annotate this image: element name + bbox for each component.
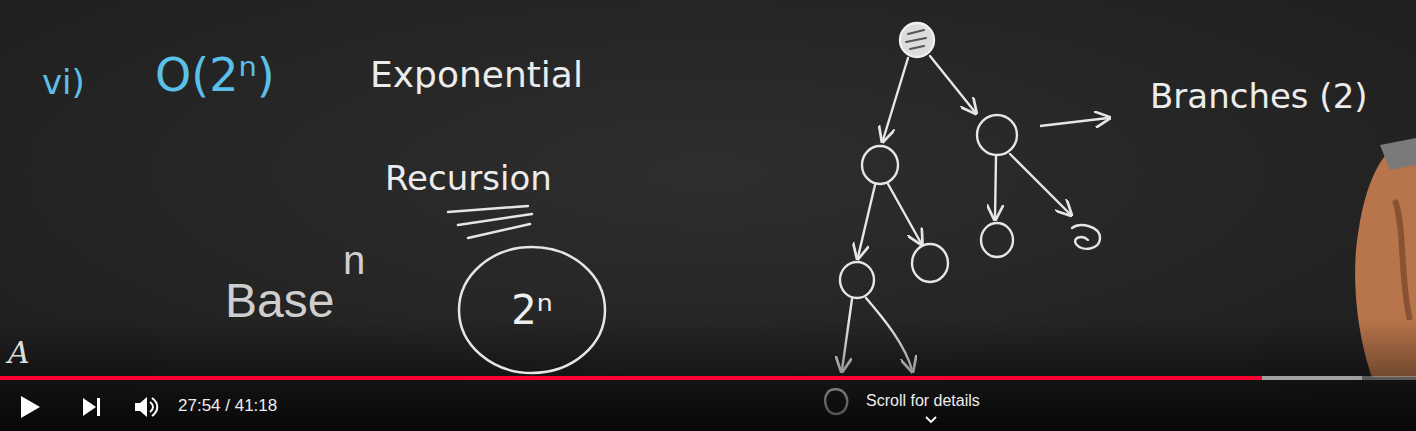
tree-node	[912, 244, 948, 282]
player-gradient	[0, 320, 1416, 431]
progress-played	[0, 376, 1262, 380]
volume-icon	[135, 397, 157, 417]
superscript-text: n	[343, 238, 365, 282]
tree-root	[900, 23, 934, 57]
tree-branch	[883, 58, 908, 140]
channel-logo: A	[8, 336, 30, 369]
presenter-shadow	[1395, 200, 1410, 320]
tree-node	[977, 115, 1017, 155]
circled-term: 2ⁿ	[457, 245, 607, 375]
scroll-hint: Scroll for details	[866, 392, 980, 410]
chalk-circle-outline	[459, 247, 605, 373]
tree-branch	[858, 185, 875, 257]
presenter-glasses	[1380, 138, 1416, 170]
tree-branch	[995, 156, 996, 218]
note-text: Recursion	[385, 160, 552, 197]
tree-branch	[888, 184, 921, 243]
tree-node	[840, 262, 874, 298]
tree-node	[1072, 225, 1100, 249]
tree-branch	[930, 56, 975, 112]
tree-node	[981, 223, 1013, 257]
next-icon	[83, 398, 100, 416]
progress-track	[0, 376, 1416, 380]
time-display: 27:54 / 41:18	[178, 397, 277, 416]
play-icon	[21, 396, 40, 418]
pointer-arrow	[1040, 118, 1108, 126]
root-scribble	[906, 30, 926, 49]
underline-strokes	[448, 206, 532, 238]
chevron-down	[926, 417, 936, 422]
overlay-text: Base	[225, 275, 334, 328]
heading-text: Exponential	[370, 55, 583, 95]
section-number: vi)	[42, 64, 85, 101]
complexity-notation: O(2ⁿ)	[155, 50, 275, 101]
tree-node	[862, 146, 898, 184]
tree-branch	[1010, 154, 1070, 214]
circled-text: 2ⁿ	[511, 288, 552, 332]
annotation-text: Branches (2)	[1150, 78, 1368, 115]
progress-buffer	[1262, 376, 1362, 380]
